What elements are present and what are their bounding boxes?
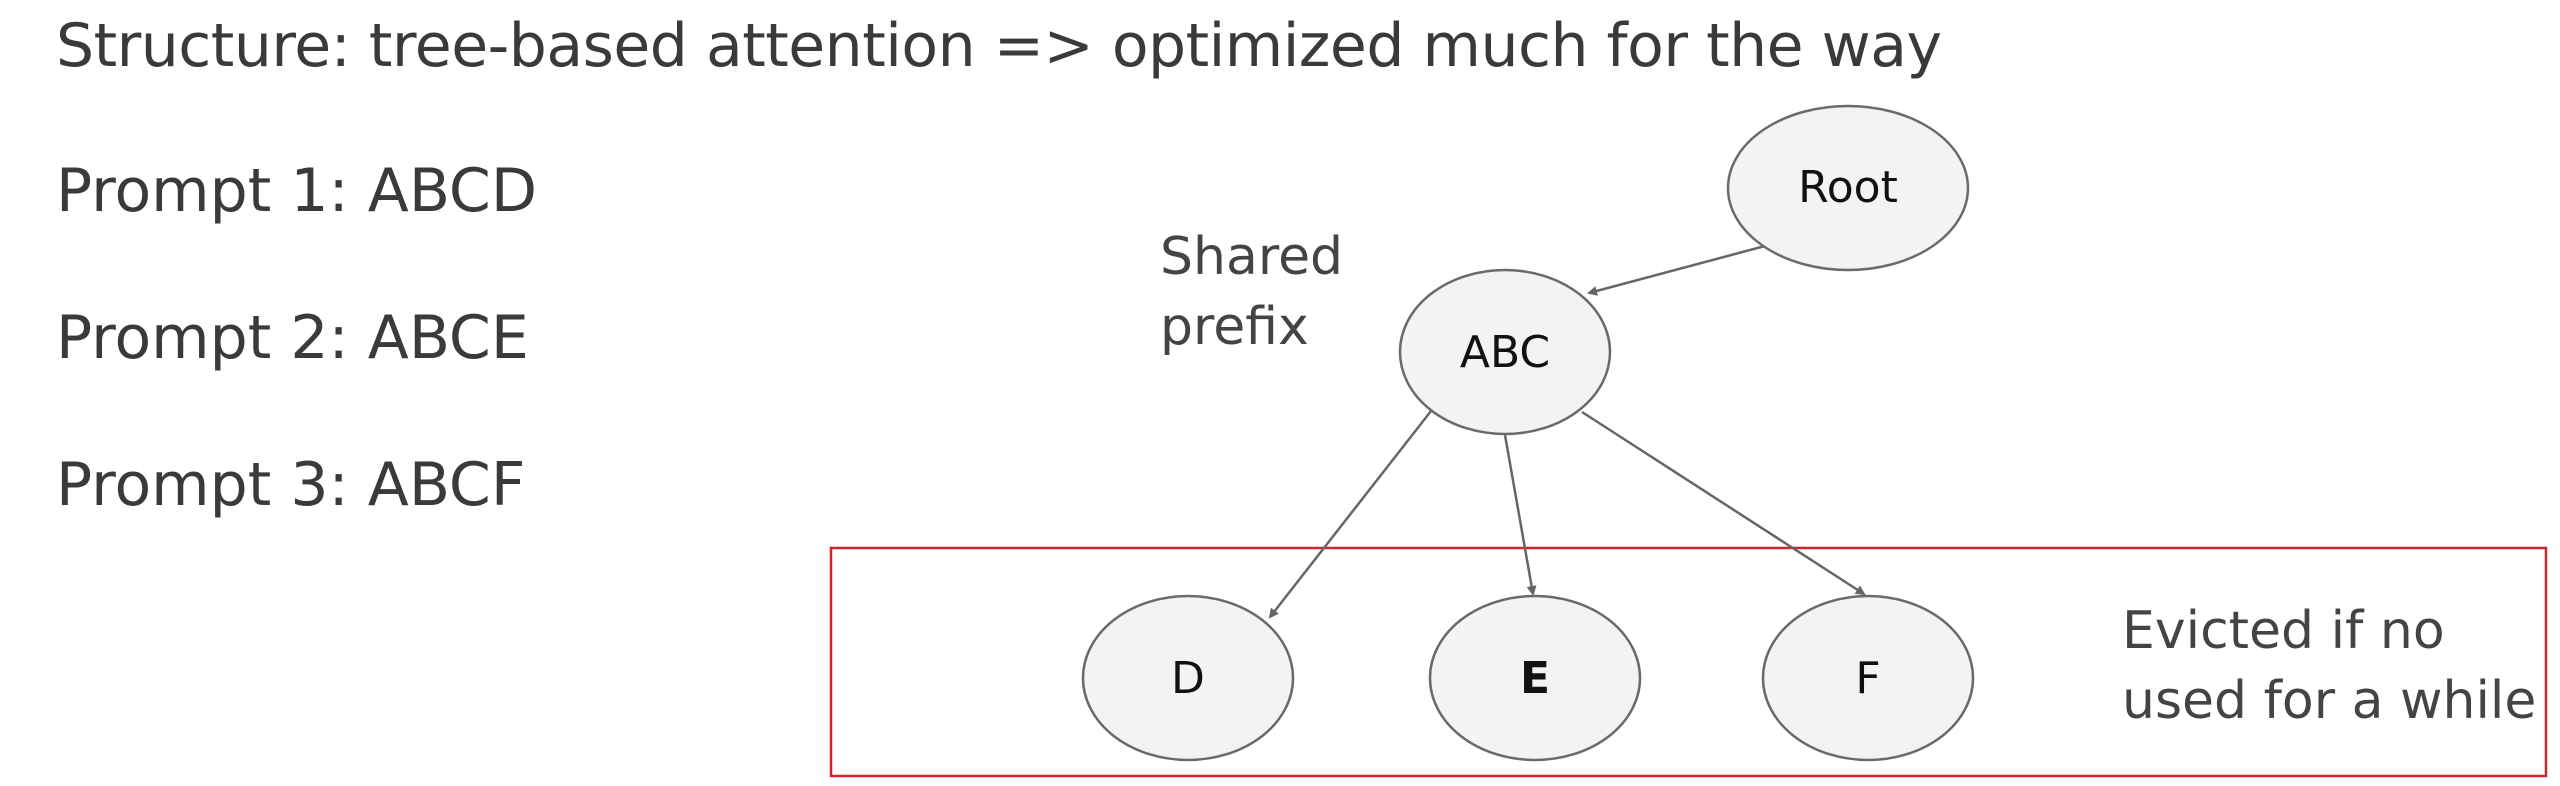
prompt-3-text: Prompt 3: ABCF	[56, 450, 526, 520]
node-abc-label: ABC	[1460, 327, 1550, 378]
node-root-ellipse	[1726, 104, 1970, 272]
prompt-2-text: Prompt 2: ABCE	[56, 303, 529, 373]
shared-prefix-line-2: prefix	[1160, 297, 1309, 357]
edge-abc-to-f	[1581, 410, 1866, 596]
node-d-label: D	[1171, 653, 1205, 704]
evicted-line-2: used for a while	[2122, 671, 2537, 731]
node-e-label: E	[1520, 653, 1550, 704]
node-f-ellipse	[1761, 594, 1975, 762]
node-e: E	[1428, 594, 1642, 762]
edge-abc-to-e	[1503, 434, 1537, 596]
node-d-ellipse	[1081, 594, 1295, 762]
shared-prefix-label: Shared prefix	[1160, 222, 1343, 362]
node-d: D	[1081, 594, 1295, 762]
node-f: F	[1761, 594, 1975, 762]
slide-title: Structure: tree-based attention => optim…	[56, 11, 1942, 81]
node-e-ellipse	[1428, 594, 1642, 762]
prompt-1-text: Prompt 1: ABCD	[56, 156, 538, 226]
evicted-line-1: Evicted if no	[2122, 601, 2445, 661]
shared-prefix-line-1: Shared	[1160, 227, 1344, 287]
node-root: Root	[1726, 104, 1970, 272]
edge-root-to-abc	[1587, 244, 1766, 296]
node-abc: ABC	[1398, 268, 1612, 436]
node-f-label: F	[1855, 653, 1880, 704]
eviction-region-box	[829, 546, 2548, 778]
edge-abc-to-d	[1268, 410, 1432, 619]
evicted-label: Evicted if no used for a while	[2122, 596, 2536, 736]
node-root-label: Root	[1798, 162, 1898, 213]
node-abc-ellipse	[1398, 268, 1612, 436]
